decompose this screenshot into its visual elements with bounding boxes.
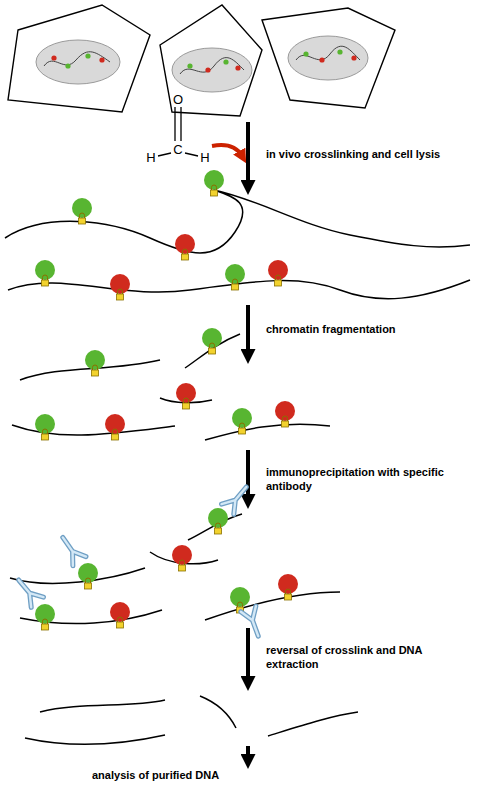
green-protein bbox=[35, 508, 250, 624]
chromatin-fragment bbox=[10, 514, 340, 624]
red-protein bbox=[110, 545, 298, 622]
antibody bbox=[13, 482, 266, 639]
crosslink bbox=[42, 343, 289, 440]
green-protein bbox=[35, 170, 245, 284]
reagent-arrow bbox=[212, 145, 242, 156]
nucleus bbox=[36, 36, 368, 92]
step-label: in vivo crosslinking and cell lysis bbox=[266, 148, 471, 162]
nuclear-dna bbox=[44, 46, 360, 74]
green-protein bbox=[35, 328, 252, 434]
red-protein bbox=[105, 383, 295, 434]
atom-label: H bbox=[200, 151, 209, 164]
step-label: analysis of purified DNA bbox=[92, 769, 292, 783]
chromatin-strand bbox=[5, 190, 470, 299]
red-protein bbox=[110, 234, 288, 294]
step-arrow bbox=[246, 122, 250, 760]
step-label: chromatin fragmentation bbox=[266, 323, 471, 337]
purified-dna bbox=[25, 696, 358, 744]
step-label: reversal of crosslink and DNA extraction bbox=[266, 644, 471, 672]
step-label: immunoprecipitation with specific antibo… bbox=[266, 466, 471, 494]
atom-label: O bbox=[173, 93, 183, 106]
atom-label: C bbox=[173, 143, 182, 156]
dna-binding-protein-dot bbox=[51, 49, 356, 72]
atom-label: H bbox=[146, 151, 155, 164]
chemical-bond bbox=[158, 107, 198, 156]
cell bbox=[8, 5, 395, 116]
crosslink bbox=[42, 185, 282, 300]
chromatin-fragment bbox=[12, 334, 330, 440]
